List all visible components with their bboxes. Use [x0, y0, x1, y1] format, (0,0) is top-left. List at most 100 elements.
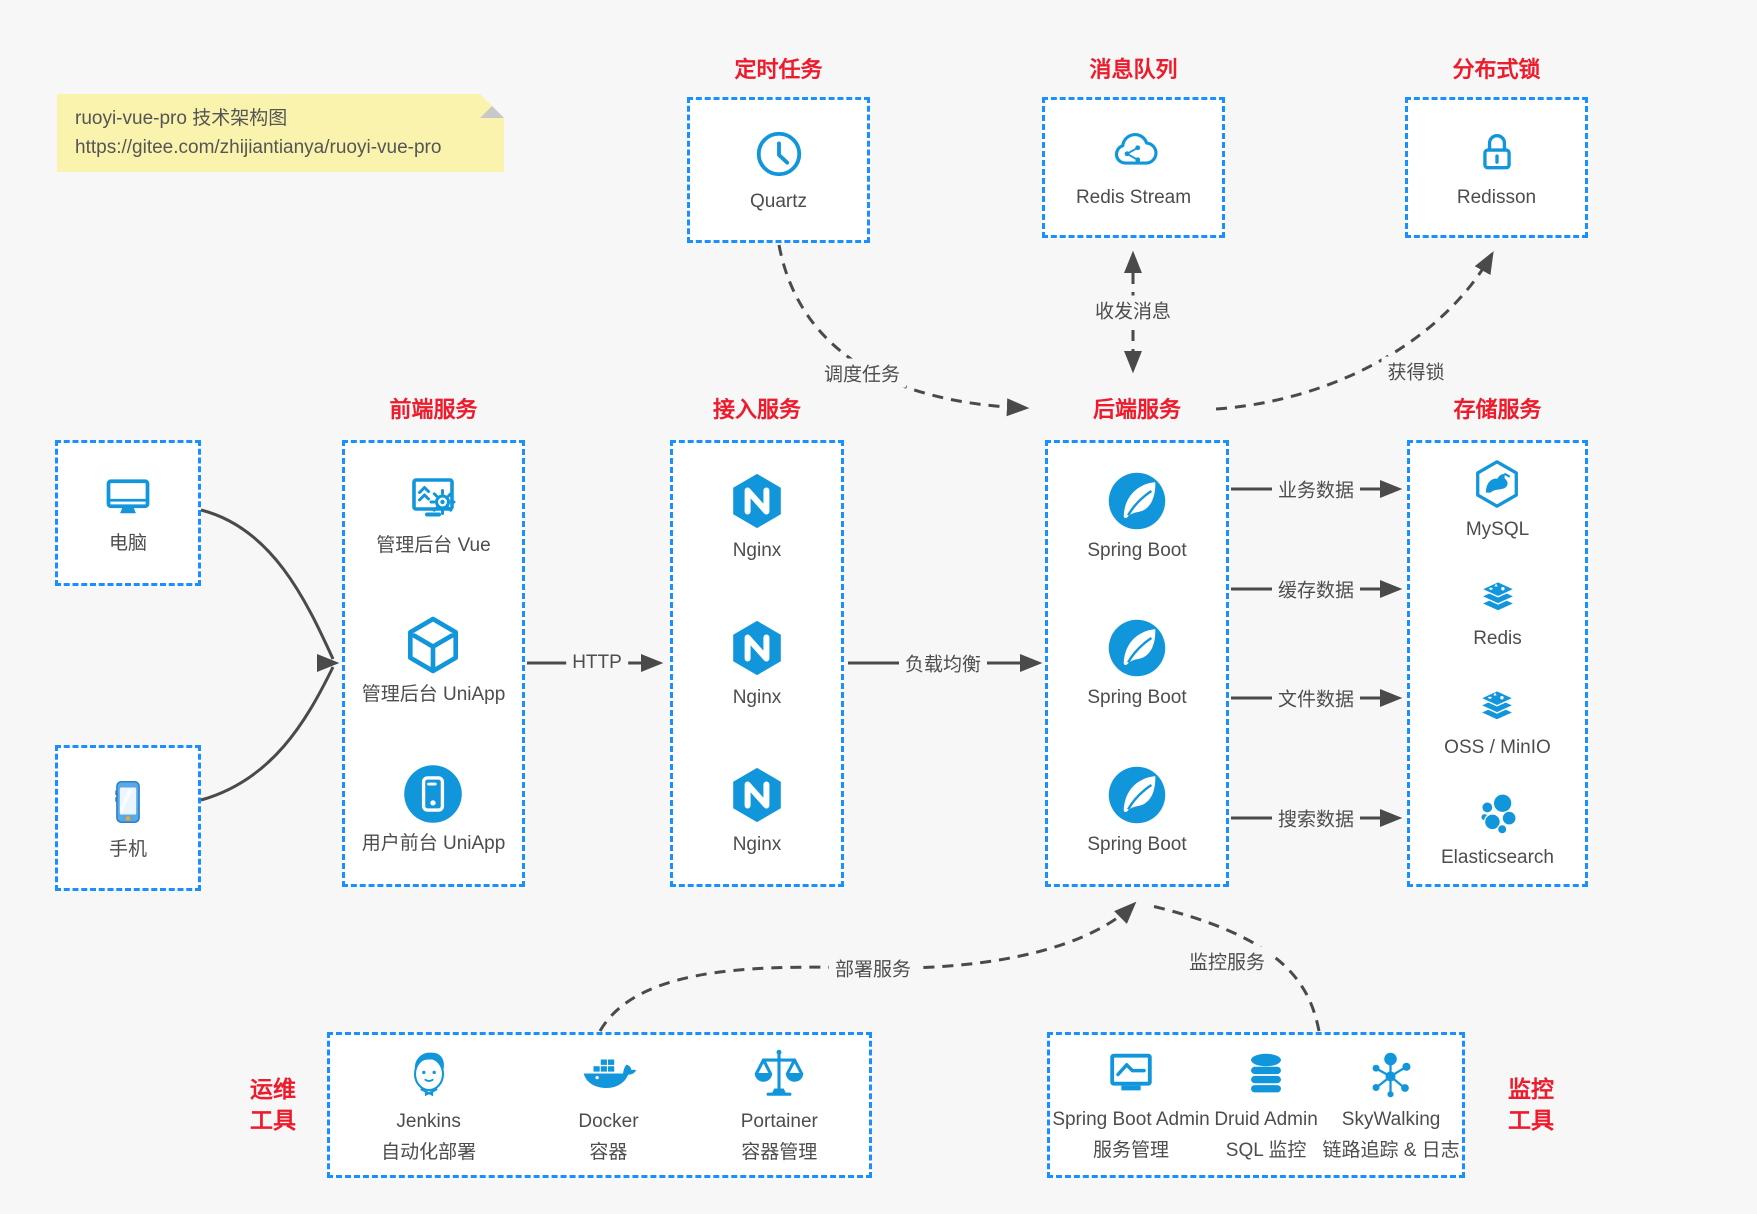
nginx-label: Nginx — [732, 687, 782, 709]
edge-label-biz-data: 业务数据 — [1271, 474, 1361, 504]
druid-sublabel: SQL 监控 — [1225, 1140, 1307, 1161]
title-scheduler: 定时任务 — [734, 57, 823, 82]
backend-box: Spring Boot Spring Boot Spring Boot — [1045, 440, 1229, 887]
phone-client-box: 手机 — [55, 745, 201, 891]
nginx-icon — [733, 768, 781, 823]
frontend-item-admin-vue: 管理后台 Vue — [376, 471, 491, 558]
skywalking-label: SkyWalking — [1341, 1109, 1441, 1131]
phone-label: 手机 — [108, 838, 147, 860]
skywalking-sublabel: 链路追踪 & 日志 — [1322, 1140, 1460, 1161]
title-devops-tools: 运维 工具 — [250, 1076, 296, 1134]
title-frontend: 前端服务 — [389, 397, 478, 422]
docker-label: Docker — [578, 1111, 639, 1133]
title-mq: 消息队列 — [1089, 57, 1178, 82]
docker-icon — [584, 1059, 637, 1089]
nginx-label: Nginx — [732, 540, 782, 562]
user-uniapp-label: 用户前台 UniApp — [361, 833, 506, 855]
user-uniapp-icon — [404, 765, 463, 823]
jenkins-icon — [413, 1052, 444, 1097]
backend-item-spring-1: Spring Boot — [1087, 470, 1187, 563]
clock-icon — [756, 131, 801, 176]
mysql-label: MySQL — [1465, 519, 1530, 540]
devops-item-jenkins: Jenkins 自动化部署 — [381, 1045, 476, 1165]
monitor-tools-box: Spring Boot Admin 服务管理 Druid Admin SQL 监… — [1047, 1032, 1465, 1178]
edge-acquire-lock — [1215, 251, 1494, 411]
jenkins-label: Jenkins — [396, 1111, 461, 1133]
gateway-item-nginx-1: Nginx — [726, 470, 788, 563]
gateway-box: Nginx Nginx Nginx — [670, 440, 844, 887]
title-monitor-tools: 监控 工具 — [1508, 1076, 1554, 1134]
admin-vue-label: 管理后台 Vue — [376, 535, 491, 557]
spring-boot-label: Spring Boot — [1087, 834, 1187, 856]
uniapp-cube-icon — [408, 616, 459, 674]
sba-sublabel: 服务管理 — [1092, 1140, 1169, 1161]
backend-item-spring-2: Spring Boot — [1087, 617, 1187, 710]
redisson-label: Redisson — [1456, 187, 1537, 209]
frontend-box: 管理后台 Vue 管理后台 UniApp 用户前台 UniApp — [342, 440, 525, 887]
monitor-item-druid: Druid Admin SQL 监控 — [1214, 1047, 1318, 1163]
nginx-icon — [733, 621, 781, 676]
note-title: ruoyi-vue-pro 技术架构图 — [75, 108, 288, 129]
sticky-note: ruoyi-vue-pro 技术架构图 https://gitee.com/zh… — [57, 94, 504, 172]
devops-item-docker: Docker 容器 — [578, 1045, 639, 1165]
spring-boot-label: Spring Boot — [1087, 540, 1187, 562]
edge-label-monitor-service: 监控服务 — [1182, 946, 1272, 976]
spring-icon — [1108, 472, 1166, 530]
nginx-icon — [733, 474, 781, 529]
edge-label-search-data: 搜索数据 — [1271, 803, 1361, 833]
jenkins-sublabel: 自动化部署 — [381, 1142, 477, 1163]
edge-label-cache-data: 缓存数据 — [1271, 574, 1361, 604]
spring-boot-label: Spring Boot — [1087, 687, 1187, 709]
frontend-item-admin-uniapp: 管理后台 UniApp — [362, 614, 505, 707]
quartz-label: Quartz — [749, 190, 808, 212]
skywalking-graph-icon — [1372, 1053, 1411, 1098]
edge-pc-to-frontend — [200, 508, 335, 660]
monitor-item-skywalking: SkyWalking 链路追踪 & 日志 — [1322, 1047, 1460, 1163]
elasticsearch-label: Elasticsearch — [1441, 847, 1554, 869]
title-storage: 存储服务 — [1453, 397, 1542, 422]
mysql-icon — [1476, 460, 1519, 508]
druid-database-icon — [1251, 1054, 1282, 1093]
storage-item-mysql: MySQL — [1466, 457, 1529, 542]
desktop-icon — [106, 478, 150, 513]
portainer-label: Portainer — [740, 1111, 818, 1133]
elasticsearch-icon — [1479, 793, 1517, 835]
portainer-scales-icon — [754, 1050, 804, 1096]
spring-icon — [1108, 619, 1166, 677]
note-fold-corner — [480, 94, 504, 118]
redis-stream-box: Redis Stream — [1042, 97, 1225, 238]
oss-minio-label: OSS / MinIO — [1444, 736, 1551, 758]
storage-item-elasticsearch: Elasticsearch — [1441, 787, 1554, 870]
storage-box: MySQL Redis — [1407, 440, 1588, 887]
edge-label-http: HTTP — [566, 651, 628, 675]
pc-label: 电脑 — [108, 532, 147, 554]
edge-label-send-receive-msg: 收发消息 — [1088, 295, 1178, 325]
smartphone-icon — [115, 780, 140, 823]
portainer-sublabel: 容器管理 — [741, 1142, 818, 1163]
edge-label-load-balance: 负载均衡 — [898, 648, 988, 678]
sba-icon — [1110, 1054, 1152, 1091]
edge-label-schedule-task: 调度任务 — [817, 358, 907, 388]
lock-icon — [1482, 134, 1511, 170]
nginx-label: Nginx — [732, 834, 782, 856]
edge-label-file-data: 文件数据 — [1271, 683, 1361, 713]
gateway-item-nginx-3: Nginx — [726, 764, 788, 857]
spring-icon — [1108, 766, 1166, 824]
edge-label-acquire-lock: 获得锁 — [1381, 356, 1451, 386]
oss-icon — [1480, 689, 1515, 721]
title-backend: 后端服务 — [1092, 397, 1181, 422]
devops-item-portainer: Portainer 容器管理 — [741, 1045, 818, 1165]
redis-icon — [1480, 580, 1515, 612]
quartz-box: Quartz — [687, 97, 870, 243]
redis-label: Redis — [1473, 627, 1522, 649]
docker-sublabel: 容器 — [589, 1142, 628, 1163]
storage-item-oss-minio: OSS / MinIO — [1444, 679, 1551, 760]
title-lock: 分布式锁 — [1452, 57, 1541, 82]
admin-vue-icon — [412, 478, 456, 517]
redis-stream-label: Redis Stream — [1075, 187, 1192, 209]
druid-label: Druid Admin — [1214, 1109, 1318, 1131]
monitor-item-sba: Spring Boot Admin 服务管理 — [1052, 1047, 1210, 1163]
frontend-item-user-uniapp: 用户前台 UniApp — [361, 763, 506, 856]
sba-label: Spring Boot Admin — [1052, 1109, 1210, 1131]
